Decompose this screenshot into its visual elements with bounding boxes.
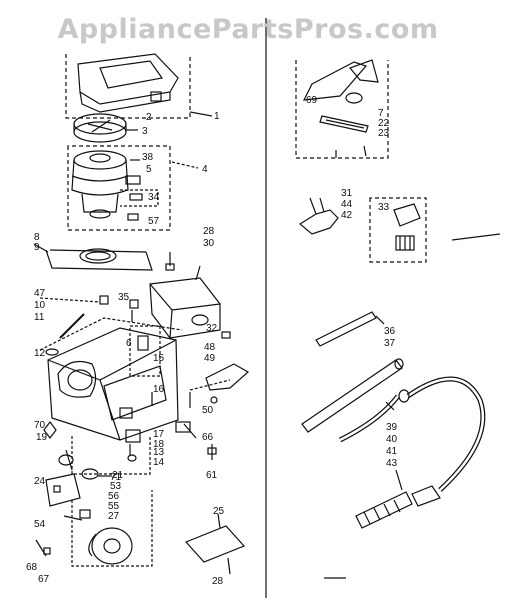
callout: 37 xyxy=(384,338,396,349)
callout: 24 xyxy=(34,476,46,487)
callout: 4 xyxy=(202,164,208,175)
callout: 9 xyxy=(34,242,40,253)
callout: 19 xyxy=(36,432,48,443)
callout: 55 xyxy=(108,501,120,512)
callout: 39 xyxy=(386,422,398,433)
callout: 2 xyxy=(146,112,152,123)
callout: 23 xyxy=(378,128,390,139)
part-gasket-8-9 xyxy=(45,248,153,271)
callout: 71 xyxy=(110,472,122,483)
part-floor-tool-7 xyxy=(302,59,379,133)
callout: 68 xyxy=(26,562,38,573)
callout: 28 xyxy=(203,226,215,237)
callout: 28 xyxy=(212,576,224,587)
part-filter-3 xyxy=(73,113,127,143)
callout: 22 xyxy=(378,118,390,129)
callout: 3 xyxy=(142,126,148,137)
callout: 21 xyxy=(112,470,124,481)
bracket-1 xyxy=(65,54,191,119)
callout: 70 xyxy=(34,420,46,431)
callout: 36 xyxy=(384,326,396,337)
bracket-17-18 xyxy=(71,436,151,475)
callout: 67 xyxy=(38,574,50,585)
callout: 17 xyxy=(153,429,165,440)
callout: 43 xyxy=(386,458,398,469)
bracket-12 xyxy=(39,317,183,351)
part-plate-24 xyxy=(45,473,81,507)
callout: 40 xyxy=(386,434,398,445)
part-brush-33 xyxy=(393,203,421,251)
bracket-33 xyxy=(369,197,427,263)
callout: 30 xyxy=(203,238,215,249)
callout: 47 xyxy=(34,288,46,299)
callout: 49 xyxy=(204,353,216,364)
part-plate-25 xyxy=(184,525,246,563)
callout: 38 xyxy=(142,152,154,163)
bracket-31 xyxy=(295,60,389,159)
callout: 32 xyxy=(206,323,218,334)
callout: 66 xyxy=(202,432,214,443)
part-fitting-66 xyxy=(175,421,197,439)
callout: 56 xyxy=(108,491,120,502)
callout: 15 xyxy=(153,353,165,364)
callout: 14 xyxy=(153,457,165,468)
callout: 16 xyxy=(153,384,165,395)
part-hose-40 xyxy=(338,376,486,492)
callout: 33 xyxy=(378,202,390,213)
callout: 1 xyxy=(214,111,220,122)
callout: 41 xyxy=(386,446,398,457)
callout: 18 xyxy=(153,439,165,450)
callout: 69 xyxy=(306,95,318,106)
callout: 35 xyxy=(118,292,130,303)
callout: 34 xyxy=(148,192,160,203)
callout: 42 xyxy=(341,210,353,221)
callout: 10 xyxy=(34,300,46,311)
bracket-53-56 xyxy=(71,490,153,567)
callout: 5 xyxy=(146,164,152,175)
part-canister-12 xyxy=(45,327,179,441)
callout: 31 xyxy=(341,188,353,199)
callout: 57 xyxy=(148,216,160,227)
callout: 7 xyxy=(378,108,384,119)
callout: 27 xyxy=(108,511,120,522)
callout: 48 xyxy=(204,342,216,353)
callout: 13 xyxy=(153,447,165,458)
part-bracket-48-49 xyxy=(189,363,250,404)
callout: 25 xyxy=(213,506,225,517)
callout: 61 xyxy=(206,470,218,481)
part-cord-reel xyxy=(79,509,133,565)
part-bag-holder xyxy=(149,277,221,339)
part-wand-37 xyxy=(301,311,404,433)
part-motor-38 xyxy=(71,150,129,219)
callout: 50 xyxy=(202,405,214,416)
callout: 8 xyxy=(34,232,40,243)
callout: 6 xyxy=(126,338,132,349)
part-hose-end-43 xyxy=(355,485,441,529)
callout: 44 xyxy=(341,199,353,210)
bracket-4 xyxy=(67,145,171,231)
callout-labels: 1 2 3 4 5 6 7 8 9 10 11 12 13 14 15 16 1… xyxy=(26,95,398,587)
callout: 12 xyxy=(34,348,46,359)
part-screw-32 xyxy=(221,331,231,339)
part-housing-top xyxy=(77,53,179,113)
callout: 53 xyxy=(110,481,122,492)
part-dust-brush-42 xyxy=(298,197,339,235)
part-rod-11 xyxy=(59,313,85,339)
callout: 54 xyxy=(34,519,46,530)
callout: 11 xyxy=(34,312,45,323)
